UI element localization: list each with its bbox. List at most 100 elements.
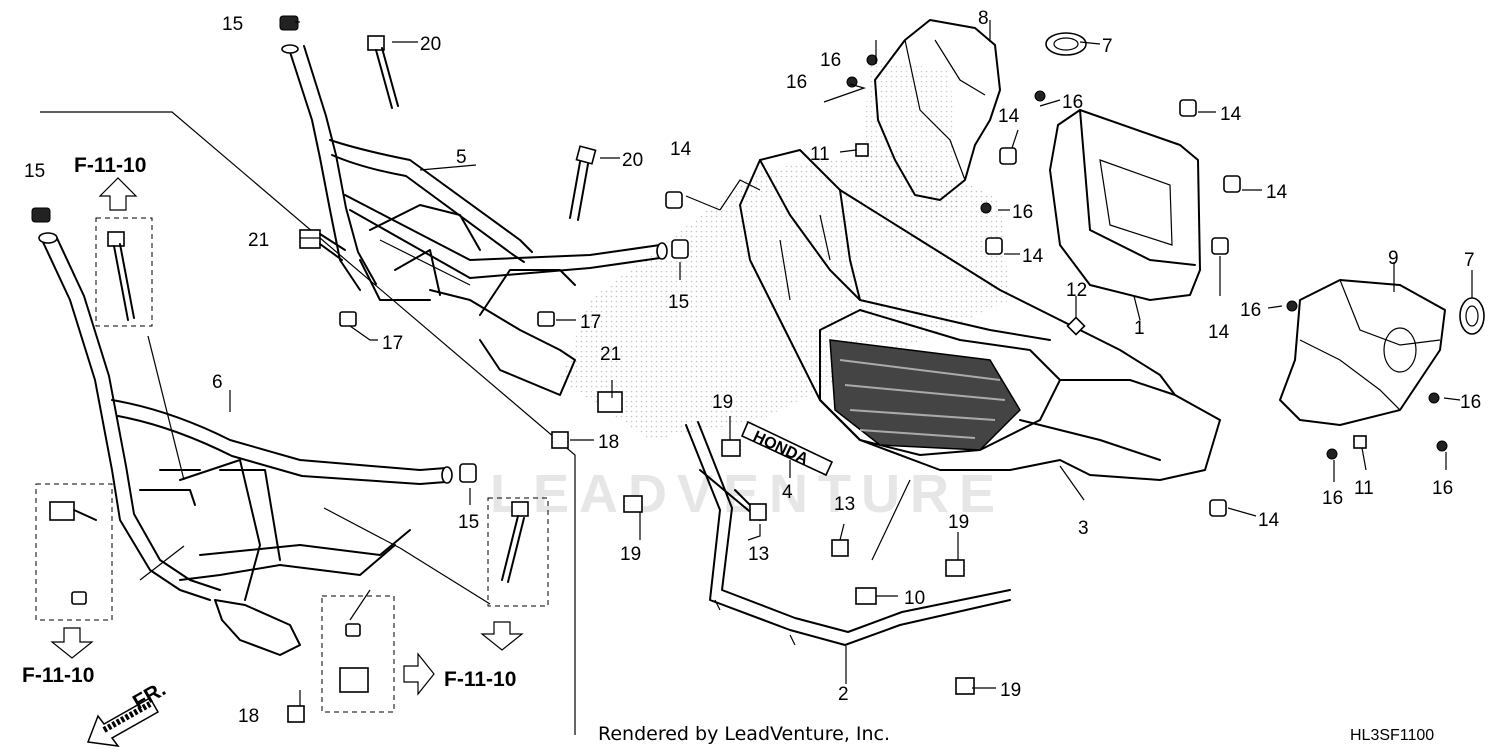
callout: 8 (978, 8, 989, 29)
clip (1179, 99, 1197, 117)
clip (665, 191, 683, 209)
bolt-10 (855, 587, 877, 605)
screw (1034, 90, 1046, 102)
callout: 14 (1220, 104, 1242, 125)
callout: 19 (620, 544, 641, 565)
callout: 7 (1464, 250, 1475, 271)
grille-mesh (829, 339, 1021, 451)
bracket-box (1049, 109, 1201, 301)
callout: 14 (670, 139, 692, 160)
ring (1459, 297, 1485, 335)
callout: 15 (668, 292, 689, 313)
clip-nut (855, 143, 869, 157)
washer (1066, 316, 1086, 336)
callout: 19 (1000, 680, 1021, 701)
callout: 16 (1240, 300, 1261, 321)
arrow-right-icon (403, 652, 435, 696)
callout: 21 (600, 344, 621, 365)
bolt (501, 501, 529, 583)
front-cover (739, 149, 1221, 481)
callout: 14 (1266, 182, 1288, 203)
ref-box (35, 483, 113, 621)
arrow-up-icon (98, 177, 138, 211)
clip-13 (831, 539, 849, 557)
callout: 14 (1258, 510, 1280, 531)
bolt-18 (287, 705, 305, 723)
callout: 1 (1134, 318, 1145, 339)
side-cover-left (874, 19, 1001, 201)
arrow-down-icon (50, 627, 94, 659)
ring (1045, 32, 1087, 56)
leader-lines (139, 20, 1473, 706)
callouts: 15 20 5 20 21 17 17 21 18 15 15 6 15 18 … (24, 8, 1481, 727)
screw (1286, 300, 1298, 312)
nut (537, 311, 555, 327)
nut (71, 591, 87, 605)
ref-box (487, 497, 549, 607)
bolt (107, 231, 135, 321)
screw (846, 76, 858, 88)
callout: 15 (24, 161, 45, 182)
bolt-18 (551, 431, 569, 449)
callout: 16 (786, 72, 807, 93)
clip-nut (1353, 435, 1367, 449)
callout: 21 (248, 230, 269, 251)
nut (345, 623, 361, 637)
bolt (367, 35, 399, 109)
screw (1326, 448, 1338, 460)
clip (1223, 175, 1241, 193)
callout: 15 (458, 512, 479, 533)
callout: 12 (1066, 280, 1087, 301)
section-divider (40, 111, 576, 735)
callout: 14 (1208, 322, 1230, 343)
callout: 16 (1012, 202, 1033, 223)
bolt (569, 145, 597, 221)
cap (459, 463, 477, 483)
watermark-text: LEADVENTURE (490, 464, 1005, 524)
callout: 16 (1062, 92, 1083, 113)
front-direction-arrow-icon (86, 696, 160, 747)
callout: 20 (420, 34, 441, 55)
callout: 16 (1322, 488, 1343, 509)
ref-box (321, 595, 395, 713)
callout: 20 (622, 150, 643, 171)
callout: 17 (580, 312, 601, 333)
callout: 14 (1022, 246, 1044, 267)
lower-stay (685, 421, 1011, 646)
emblem-text: HONDA (750, 428, 811, 468)
callout: 2 (838, 684, 849, 705)
callout: 18 (598, 432, 619, 453)
callout: 16 (820, 50, 841, 71)
screw (1436, 440, 1448, 452)
nut (339, 311, 357, 327)
callout: 4 (782, 482, 793, 503)
reference-label: F-11-10 (444, 668, 516, 691)
callout: 19 (712, 392, 733, 413)
reference-label: F-11-10 (74, 154, 146, 177)
clip (1211, 237, 1229, 255)
clip (1209, 499, 1227, 517)
callout: 18 (238, 706, 259, 727)
callout: 5 (456, 147, 467, 168)
callout: 13 (834, 494, 855, 515)
callout: 7 (1102, 36, 1113, 57)
side-cover-right (1279, 279, 1446, 426)
cap (671, 239, 689, 259)
callout: 15 (222, 14, 243, 35)
callout: 17 (382, 333, 403, 354)
flange-bolt (597, 391, 623, 413)
lower-bumper-frame (38, 232, 453, 656)
upper-bumper-frame (281, 44, 668, 396)
callout: 3 (1078, 518, 1089, 539)
flange-bolt (49, 501, 97, 521)
callout: 9 (1388, 248, 1399, 269)
callout: 16 (1432, 478, 1453, 499)
bolt-19 (955, 677, 975, 695)
diagram-code: HL3SF1100 (1350, 727, 1434, 744)
footer-credit: Rendered by LeadVenture, Inc. (598, 723, 890, 745)
screw (1428, 392, 1440, 404)
flange-bolt (339, 667, 369, 693)
bolt-19 (945, 559, 965, 577)
shading-area (860, 60, 960, 260)
clip-13 (749, 503, 767, 521)
